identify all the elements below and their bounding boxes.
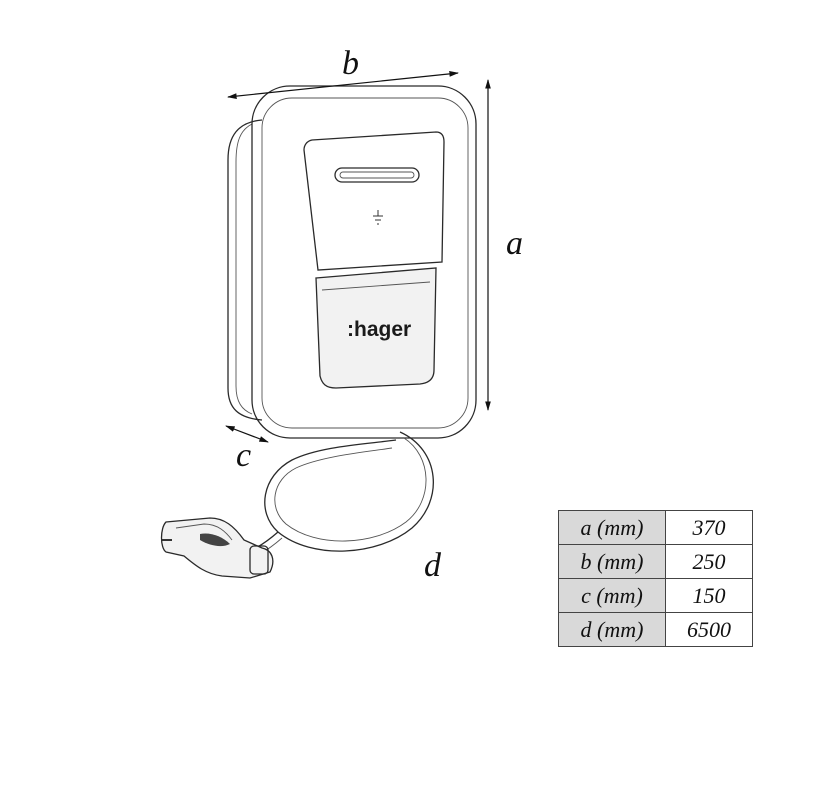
dimension-d-label: d: [424, 547, 442, 584]
dimension-a-label: a: [506, 225, 523, 262]
dimension-c-arrow: [225, 425, 269, 443]
table-value-cell: 250: [665, 544, 753, 579]
dimension-c-label: c: [236, 437, 251, 474]
charger-side-body: [227, 119, 263, 421]
table-row: a (mm) 370: [558, 510, 753, 545]
table-row: c (mm) 150: [558, 578, 753, 613]
status-led-bar: [334, 167, 420, 183]
indicator-icon: [373, 210, 383, 225]
brand-logo: :hager: [347, 318, 411, 341]
table-value-cell: 370: [665, 510, 753, 545]
dimension-b-label: b: [342, 45, 359, 82]
table-value-cell: 150: [665, 578, 753, 613]
dimensions-table: a (mm) 370 b (mm) 250 c (mm) 150 d (mm) …: [558, 510, 753, 647]
table-row: d (mm) 6500: [558, 612, 753, 647]
table-key-cell: c (mm): [558, 578, 666, 613]
dimension-b-arrow: [227, 71, 459, 99]
table-key-cell: b (mm): [558, 544, 666, 579]
table-key-cell: a (mm): [558, 510, 666, 545]
table-value-cell: 6500: [665, 612, 753, 647]
table-row: b (mm) 250: [558, 544, 753, 579]
charger-front-panel: [303, 131, 445, 271]
charging-plug: [160, 517, 274, 579]
socket-flap: [315, 267, 437, 389]
table-key-cell: d (mm): [558, 612, 666, 647]
charging-cable: [264, 431, 434, 552]
